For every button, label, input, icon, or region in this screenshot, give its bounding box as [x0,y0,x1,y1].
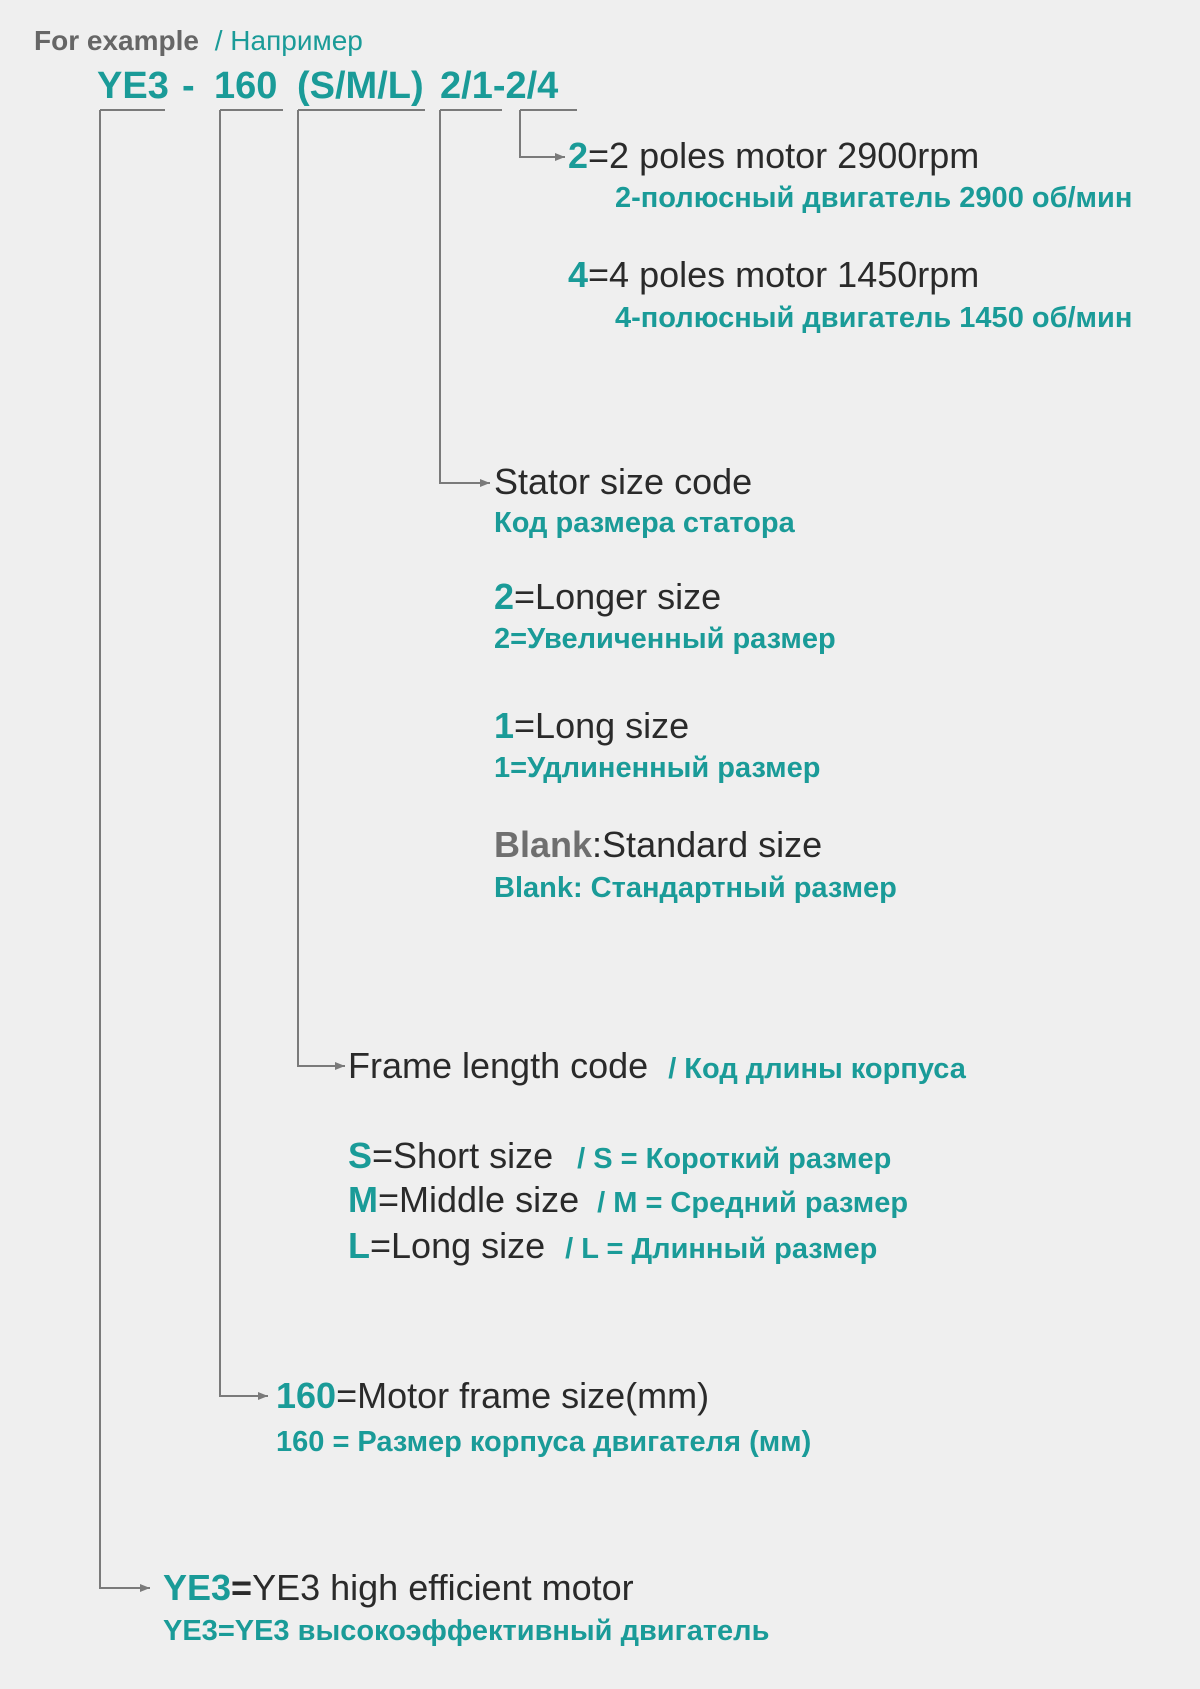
code-part-dash: - [182,65,195,107]
frame-length-long-text: =Long size [370,1225,546,1266]
stator-longer: 2=Longer size [494,577,721,617]
stator-blank-text: :Standard size [592,824,823,865]
connector-motor [99,110,150,1592]
for-example-label: For example [34,25,199,56]
frame-length-long-ru: / L = Длинный размер [565,1233,878,1265]
frame-length-long: L=Long size / L = Длинный размер [348,1226,877,1269]
stator-blank: Blank:Standard size [494,825,822,865]
for-example-label-ru: / Например [214,25,363,56]
poles-four-text: =4 poles motor 1450rpm [588,254,980,295]
stator-blank-ru: Blank: Стандартный размер [494,872,897,904]
frame-size-ru: 160 = Размер корпуса двигателя (мм) [276,1426,812,1458]
frame-length-middle-key: M [348,1179,378,1220]
stator-longer-text: =Longer size [514,576,722,617]
motor-type: YE3=YE3 high efficient motor [163,1568,634,1608]
frame-length-short-key: S [348,1135,373,1176]
stator-long-ru: 1=Удлиненный размер [494,752,821,784]
stator-title-ru: Код размера статора [494,507,795,539]
frame-length-short-ru: / S = Короткий размер [577,1143,892,1175]
stator-long: 1=Long size [494,706,689,746]
stator-longer-key: 2 [494,576,515,617]
stator-long-key: 1 [494,705,515,746]
frame-length-title-text: Frame length code [348,1045,649,1086]
frame-length-title: Frame length code / Код длины корпуса [348,1046,966,1089]
poles-two-ru: 2-полюсный двигатель 2900 об/мин [615,182,1133,214]
frame-length-middle-text: =Middle size [378,1179,580,1220]
stator-blank-key: Blank [494,824,593,865]
poles-two-key: 2 [568,135,589,176]
connector-poles [519,110,565,161]
motor-type-key: YE3 [163,1567,232,1608]
poles-two: 2=2 poles motor 2900rpm [568,136,979,176]
stator-title: Stator size code [494,461,753,502]
poles-four-ru: 4-полюсный двигатель 1450 об/мин [615,302,1133,334]
code-part-sml: (S/M/L) [297,65,424,107]
stator-long-text: =Long size [514,705,690,746]
frame-size-text: =Motor frame size(mm) [336,1375,710,1416]
connector-frame-length [297,110,345,1070]
frame-length-middle-ru: / M = Средний размер [597,1187,909,1219]
code-part-160: 160 [214,65,278,107]
frame-length-short: S=Short size / S = Короткий размер [348,1136,891,1179]
stator-longer-ru: 2=Увеличенный размер [494,623,836,655]
poles-two-text: =2 poles motor 2900rpm [588,135,980,176]
connector-frame-size [219,110,268,1400]
example-caption: For example / Например [34,24,363,58]
frame-size: 160=Motor frame size(mm) [276,1376,709,1416]
motor-type-eq: = [231,1567,253,1608]
frame-length-short-text: =Short size [372,1135,554,1176]
motor-type-text: YE3 high efficient motor [252,1567,634,1608]
poles-four-key: 4 [568,254,589,295]
code-part-ye3: YE3 [97,65,169,107]
motor-type-ru: YE3=YE3 высокоэффективный двигатель [163,1615,770,1647]
frame-length-middle: M=Middle size / M = Средний размер [348,1180,908,1223]
connector-stator [439,110,490,487]
frame-length-title-ru: / Код длины корпуса [668,1053,966,1085]
code-part-stator-poles: 2/1-2/4 [440,65,559,107]
poles-four: 4=4 poles motor 1450rpm [568,255,979,295]
frame-length-long-key: L [348,1225,370,1266]
frame-size-key: 160 [276,1375,337,1416]
